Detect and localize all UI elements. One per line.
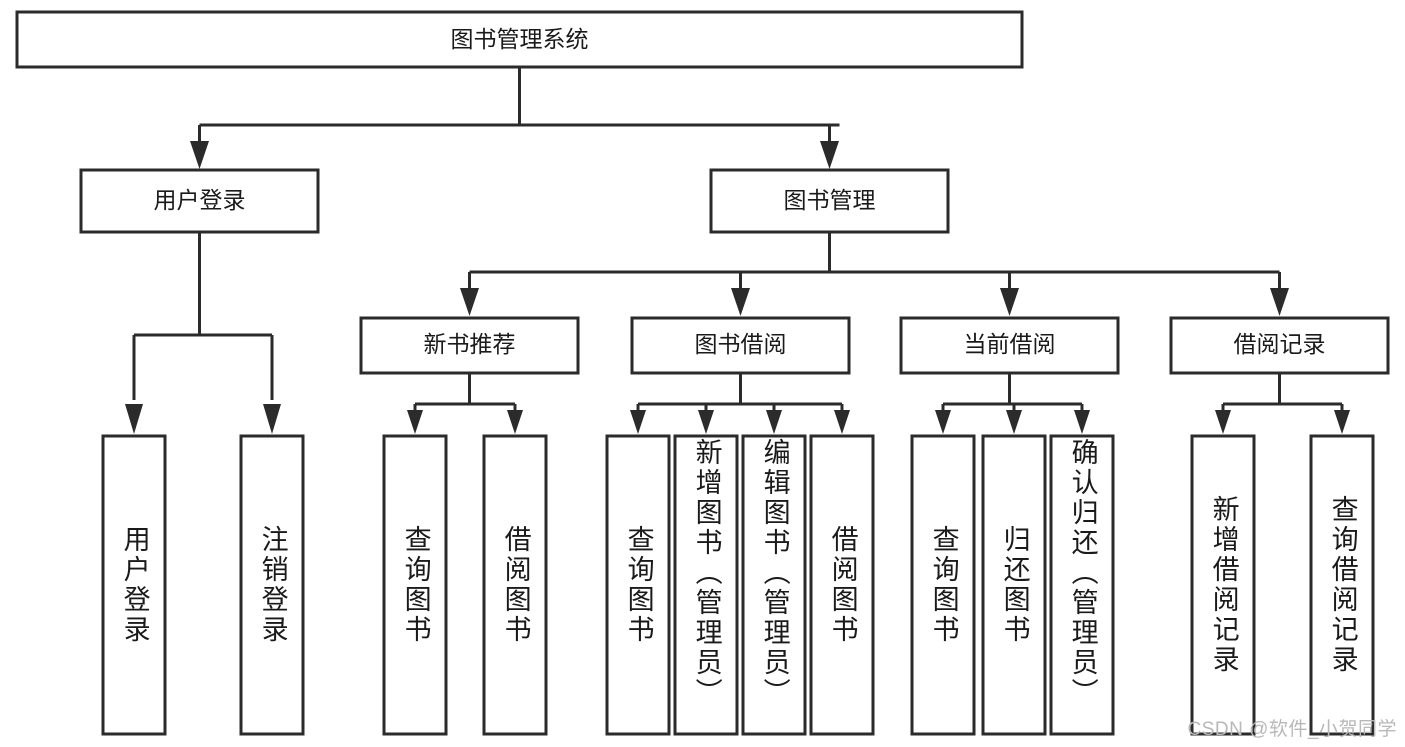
connector-layer [125, 67, 1350, 434]
node-current-borrow[interactable]: 当前借阅 [899, 316, 1120, 375]
leaf-box-return-book[interactable] [981, 434, 1047, 736]
node-user-login-box[interactable] [79, 168, 320, 234]
arrowhead-leaf-query-borrow-record [1334, 410, 1350, 434]
arrowhead-new-book-recommend [460, 288, 479, 316]
arrowhead-user-login [190, 141, 209, 169]
arrowhead-book-management [820, 141, 839, 169]
arrowhead-leaf-user-logout [263, 404, 281, 434]
leaf-box-query-book-borrow[interactable] [605, 434, 671, 736]
leaf-box-query-borrow-record[interactable] [1309, 434, 1375, 736]
node-borrow-record[interactable]: 借阅记录 [1169, 316, 1390, 375]
node-root-box[interactable] [15, 10, 1024, 69]
leaf-box-query-book-recommend[interactable] [382, 434, 448, 736]
node-user-login-label: 用户登录 [154, 187, 246, 213]
leaf-box-add-borrow-record[interactable] [1190, 434, 1256, 736]
arrowhead-leaf-confirm-return [1074, 410, 1090, 434]
node-book-management[interactable]: 图书管理 [709, 168, 950, 234]
node-current-borrow-label: 当前借阅 [964, 331, 1056, 357]
arrowhead-leaf-borrow-book [834, 410, 850, 434]
arrowhead-borrow-record [1270, 288, 1289, 316]
arrowhead-leaf-borrow-book-recommend [507, 410, 523, 434]
node-current-borrow-box[interactable] [899, 316, 1120, 375]
node-book-management-label: 图书管理 [784, 187, 876, 213]
arrowhead-leaf-add-book [698, 410, 714, 434]
node-book-borrow-label: 图书借阅 [695, 331, 787, 357]
node-root[interactable]: 图书管理系统 [15, 10, 1024, 69]
arrowhead-leaf-add-borrow-record [1215, 410, 1231, 434]
node-book-management-box[interactable] [709, 168, 950, 234]
arrowhead-leaf-return-book [1006, 410, 1022, 434]
node-book-borrow-box[interactable] [630, 316, 851, 375]
leaf-box-edit-book[interactable] [741, 434, 807, 736]
arrowhead-current-borrow [1000, 288, 1019, 316]
leaf-box-borrow-book[interactable] [809, 434, 875, 736]
node-borrow-record-label: 借阅记录 [1234, 331, 1326, 357]
watermark-text: CSDN @软件_小贺同学 [1187, 719, 1397, 740]
node-user-login[interactable]: 用户登录 [79, 168, 320, 234]
arrowhead-leaf-query-book-borrow [630, 410, 646, 434]
leaf-box-add-book[interactable] [673, 434, 739, 736]
node-new-book-recommend-label: 新书推荐 [424, 331, 516, 357]
arrowhead-leaf-user-login [125, 404, 143, 434]
leaf-box-user-login[interactable] [101, 434, 167, 736]
leaf-box-layer [101, 434, 1375, 736]
node-new-book-recommend-box[interactable] [359, 316, 580, 375]
node-root-label: 图书管理系统 [451, 26, 589, 52]
leaf-box-confirm-return[interactable] [1049, 434, 1115, 736]
arrowhead-book-borrow [731, 288, 750, 316]
leaf-box-user-logout[interactable] [239, 434, 305, 736]
node-borrow-record-box[interactable] [1169, 316, 1390, 375]
node-book-borrow[interactable]: 图书借阅 [630, 316, 851, 375]
leaf-box-query-book-current[interactable] [910, 434, 976, 736]
leaf-box-borrow-book-recommend[interactable] [482, 434, 548, 736]
arrowhead-leaf-query-book-current [935, 410, 951, 434]
arrowhead-leaf-query-book-recommend [407, 410, 423, 434]
node-new-book-recommend[interactable]: 新书推荐 [359, 316, 580, 375]
arrowhead-leaf-edit-book [766, 410, 782, 434]
